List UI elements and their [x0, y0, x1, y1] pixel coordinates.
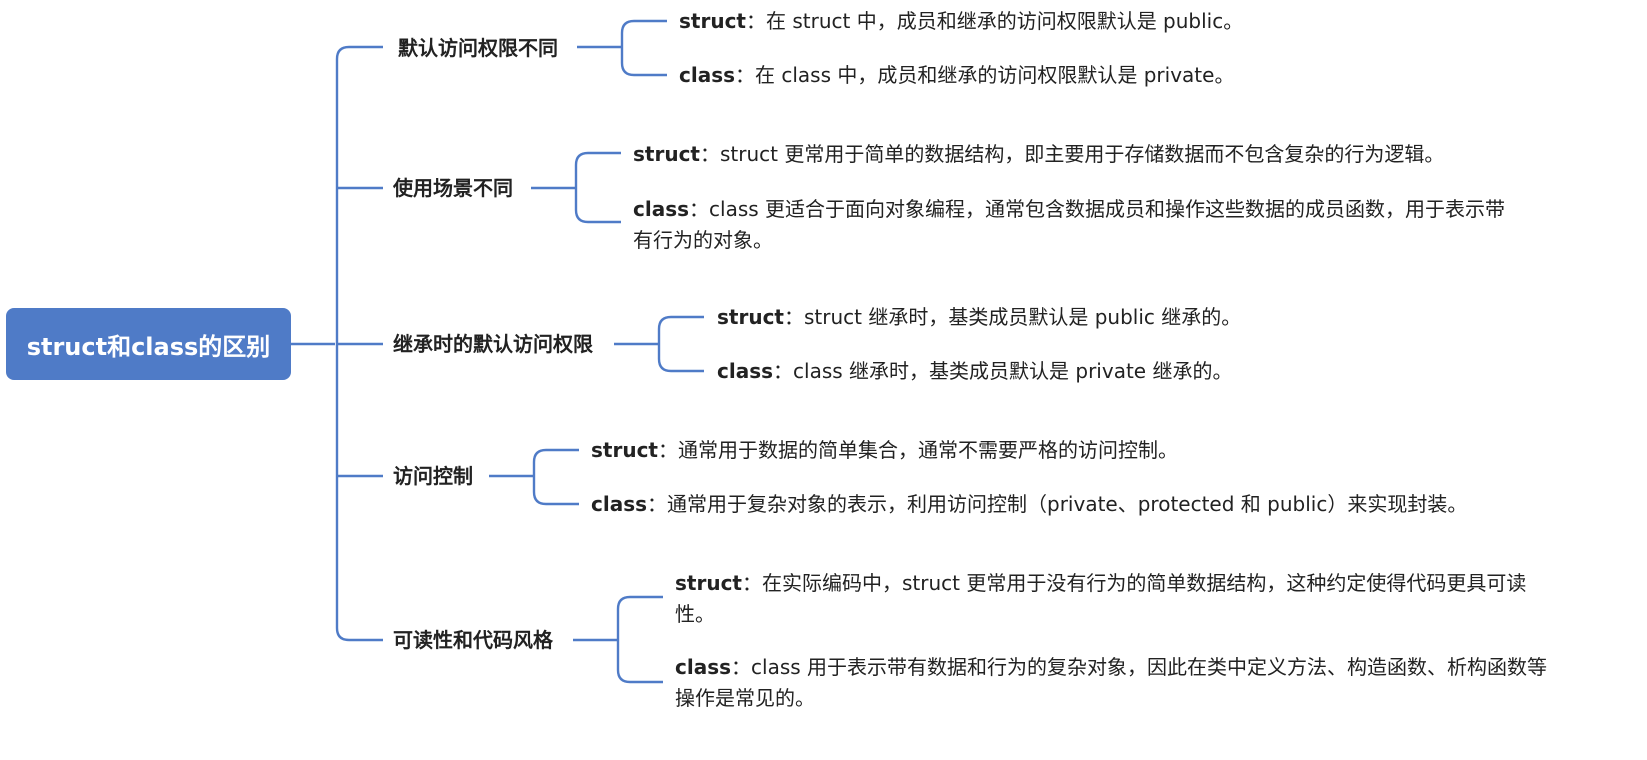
leaf-text: ：通常用于数据的简单集合，通常不需要严格的访问控制。 [657, 438, 1178, 462]
leaf-topic[interactable]: struct：通常用于数据的简单集合，通常不需要严格的访问控制。 [591, 435, 1591, 466]
leaf-text: ：在 class 中，成员和继承的访问权限默认是 private。 [735, 63, 1235, 87]
leaf-topic[interactable]: struct：在 struct 中，成员和继承的访问权限默认是 public。 [679, 6, 1599, 37]
branch-1-bracket [620, 19, 667, 77]
leaf-topic[interactable]: struct：在实际编码中，struct 更常用于没有行为的简单数据结构，这种约… [675, 568, 1565, 630]
leaf-topic[interactable]: struct：struct 继承时，基类成员默认是 public 继承的。 [717, 302, 1597, 333]
branch-topic-use-case[interactable]: 使用场景不同 [393, 174, 513, 202]
branch-topic-access-control[interactable]: 访问控制 [393, 462, 473, 490]
branch-label: 继承时的默认访问权限 [393, 332, 593, 356]
leaf-keyword: struct [591, 438, 658, 462]
branch-label: 可读性和代码风格 [393, 628, 553, 652]
branch-label: 使用场景不同 [393, 176, 513, 200]
leaf-text: ：struct 更常用于简单的数据结构，即主要用于存储数据而不包含复杂的行为逻辑… [699, 142, 1445, 166]
branch-topic-readability[interactable]: 可读性和代码风格 [393, 626, 553, 654]
leaf-keyword: class [675, 655, 732, 679]
leaf-topic[interactable]: class：class 更适合于面向对象编程，通常包含数据成员和操作这些数据的成… [633, 194, 1518, 256]
branch-5-bracket [616, 595, 663, 684]
branch-topic-inheritance-access[interactable]: 继承时的默认访问权限 [393, 330, 593, 358]
leaf-text: ：struct 继承时，基类成员默认是 public 继承的。 [783, 305, 1242, 329]
branch-label: 访问控制 [393, 464, 473, 488]
leaf-keyword: class [633, 197, 690, 221]
leaf-keyword: class [591, 492, 648, 516]
leaf-text: ：class 用于表示带有数据和行为的复杂对象，因此在类中定义方法、构造函数、析… [675, 655, 1548, 710]
leaf-topic[interactable]: class：通常用于复杂对象的表示，利用访问控制（private、protect… [591, 489, 1631, 520]
leaf-keyword: struct [633, 142, 700, 166]
leaf-text: ：通常用于复杂对象的表示，利用访问控制（private、protected 和 … [647, 492, 1468, 516]
branch-2-bracket [574, 151, 621, 224]
leaf-text: ：class 更适合于面向对象编程，通常包含数据成员和操作这些数据的成员函数，用… [633, 197, 1506, 252]
leaf-keyword: struct [717, 305, 784, 329]
leaf-keyword: class [717, 359, 774, 383]
branch-4-bracket [532, 448, 579, 506]
branch-3-bracket [657, 315, 704, 373]
root-topic[interactable]: struct和class的区别 [6, 308, 291, 380]
leaf-text: ：在 struct 中，成员和继承的访问权限默认是 public。 [745, 9, 1244, 33]
leaf-keyword: struct [679, 9, 746, 33]
root-topic-label: struct和class的区别 [26, 332, 271, 361]
leaf-keyword: struct [675, 571, 742, 595]
leaf-keyword: class [679, 63, 736, 87]
leaf-topic[interactable]: struct：struct 更常用于简单的数据结构，即主要用于存储数据而不包含复… [633, 139, 1593, 170]
leaf-topic[interactable]: class：class 用于表示带有数据和行为的复杂对象，因此在类中定义方法、构… [675, 652, 1565, 714]
leaf-topic[interactable]: class：class 继承时，基类成员默认是 private 继承的。 [717, 356, 1597, 387]
branch-label: 默认访问权限不同 [398, 36, 558, 60]
leaf-text: ：class 继承时，基类成员默认是 private 继承的。 [773, 359, 1233, 383]
branch-topic-default-access[interactable]: 默认访问权限不同 [398, 34, 558, 62]
leaf-text: ：在实际编码中，struct 更常用于没有行为的简单数据结构，这种约定使得代码更… [675, 571, 1527, 626]
leaf-topic[interactable]: class：在 class 中，成员和继承的访问权限默认是 private。 [679, 60, 1599, 91]
